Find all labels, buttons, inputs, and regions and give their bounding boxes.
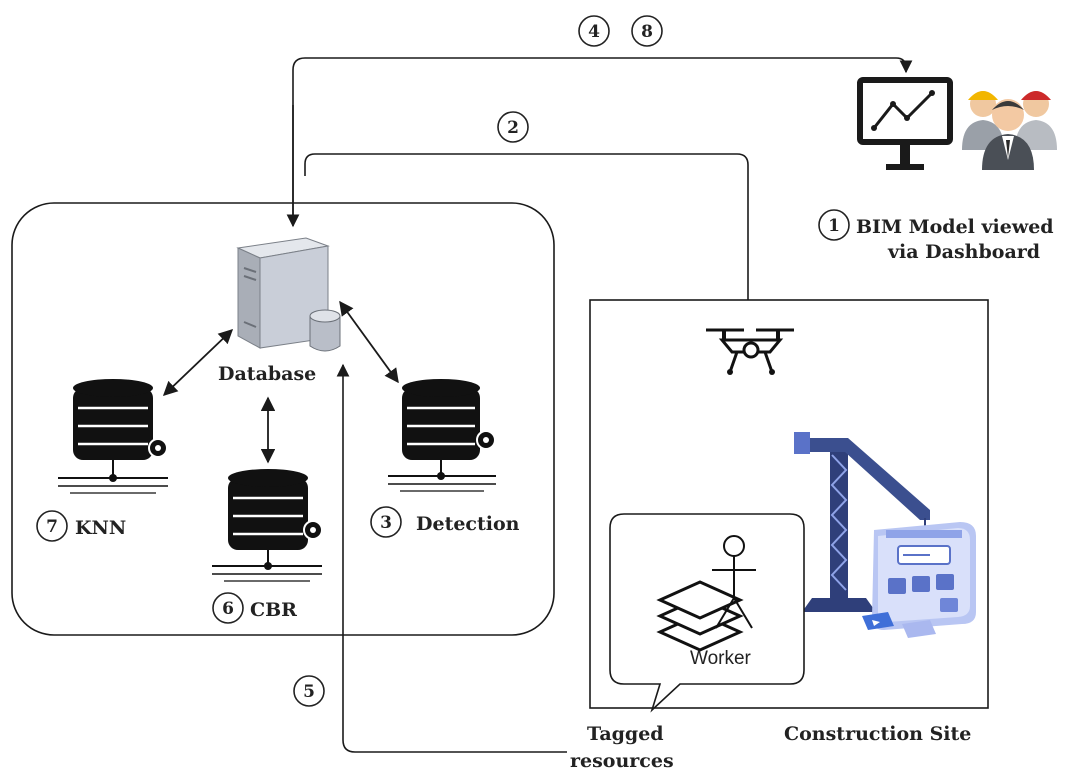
knn-database-stack-icon (58, 379, 168, 494)
construction-site-box (589, 299, 989, 709)
tagged-resources-line2: resources (570, 750, 674, 772)
flow-line-drone-to-database (304, 153, 749, 300)
cbr-label: CBR (250, 599, 297, 621)
system-container (11, 202, 555, 636)
flow-line-database-to-dashboard (292, 57, 913, 222)
step-2-badge: 2 (497, 111, 529, 143)
tagged-resources-line1: Tagged (587, 723, 664, 745)
database-label: Database (218, 363, 316, 385)
step-1-badge: 1 (818, 209, 850, 241)
step-3-badge: 3 (370, 506, 402, 538)
step-5-number: 5 (303, 682, 315, 702)
monitor-chart-icon (857, 77, 953, 170)
step-5-badge: 5 (293, 675, 325, 707)
step-4-badge: 4 (578, 15, 610, 47)
dashboard-caption-line1: BIM Model viewed (856, 216, 1054, 238)
dashboard-caption-line2: via Dashboard (887, 241, 1040, 263)
construction-site-label: Construction Site (784, 723, 971, 745)
step-4-number: 4 (588, 22, 600, 42)
worker-label: Worker (690, 648, 752, 669)
drone-icon (706, 328, 794, 375)
step-6-number: 6 (222, 599, 234, 619)
detection-database-stack-icon (388, 379, 496, 492)
flow-line-tagged-to-database (336, 363, 567, 753)
knn-label: KNN (75, 517, 126, 539)
step-2-number: 2 (507, 118, 519, 138)
database-server-icon (236, 237, 341, 352)
step-7-number: 7 (46, 517, 58, 537)
step-3-number: 3 (380, 513, 392, 533)
step-6-badge: 6 (212, 592, 244, 624)
step-7-badge: 7 (36, 510, 68, 542)
cbr-database-stack-icon (212, 469, 323, 582)
arrow-database-detection (339, 300, 399, 384)
step-8-number: 8 (641, 22, 653, 42)
workers-group-icon (962, 91, 1057, 170)
arrow-database-knn (162, 329, 234, 396)
worker-icon (712, 535, 756, 629)
web-screen-illustration (862, 522, 976, 638)
detection-label: Detection (416, 513, 520, 535)
step-8-badge: 8 (631, 15, 663, 47)
step-1-number: 1 (828, 216, 840, 236)
